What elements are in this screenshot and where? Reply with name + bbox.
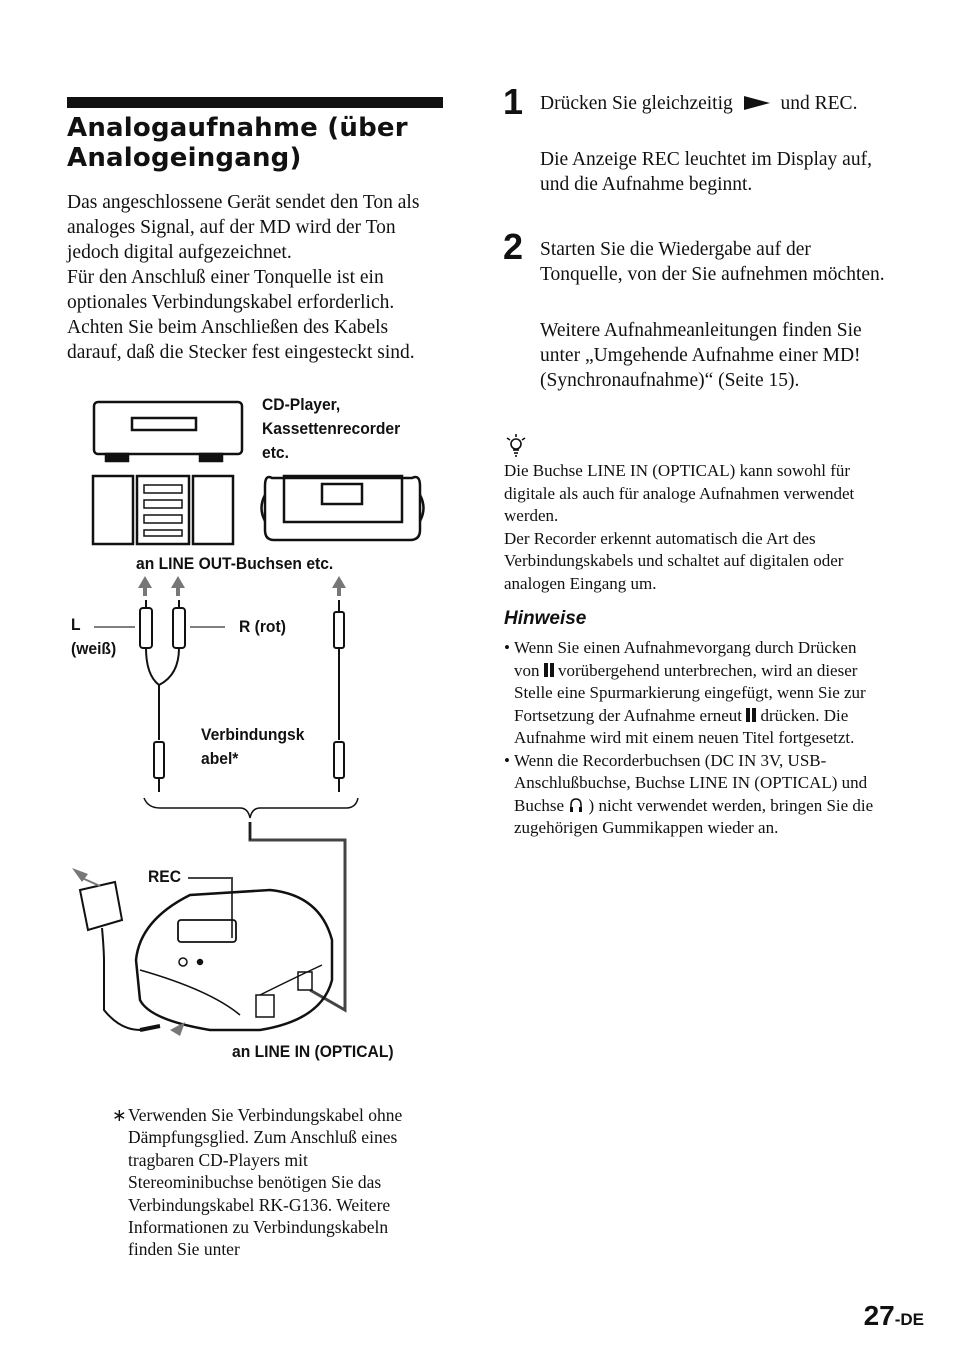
pause-icon bbox=[543, 662, 554, 677]
source-label-3: etc. bbox=[262, 443, 289, 462]
step-1-main: Drücken Sie gleichzeitig und REC. bbox=[540, 91, 885, 116]
step-1-main-b: und REC. bbox=[780, 93, 858, 114]
step-2-main: Starten Sie die Wiedergabe auf der Tonqu… bbox=[540, 239, 885, 285]
note-1-part-b: vorübergehend unterbrechen, wird an dies… bbox=[514, 660, 866, 725]
note-1-part-c: drücken. Die Aufnahme wird mit einem neu… bbox=[514, 705, 855, 748]
md-recorder-illustration bbox=[134, 888, 334, 1036]
left-channel-color: (weiß) bbox=[71, 639, 117, 658]
mini-plug-cable bbox=[333, 600, 345, 792]
note-2-part-a: Wenn die Recorderbuchsen (DC IN 3V, USB-… bbox=[514, 750, 868, 815]
right-channel-label: R (rot) bbox=[239, 617, 286, 636]
notes-title: Hinweise bbox=[504, 608, 587, 629]
note-2-part-b: ) nicht verwendet werden, bringen Sie di… bbox=[514, 795, 874, 838]
heading-rule bbox=[67, 97, 443, 108]
footnote-text: Verwenden Sie Verbindungskabel ohne Dämp… bbox=[128, 1105, 403, 1260]
rca-plugs bbox=[139, 600, 186, 792]
ac-adapter-illustration bbox=[72, 868, 161, 1032]
pause-icon bbox=[746, 707, 757, 722]
notes-list: • Wenn Sie einen Aufnahmevorgang durch D… bbox=[504, 637, 884, 840]
left-channel-label: L bbox=[71, 615, 81, 634]
cd-player-illustration bbox=[92, 400, 244, 463]
cable-label-2: abel* bbox=[201, 749, 239, 768]
step-2-number: 2 bbox=[503, 226, 524, 267]
note-1-part-a: Wenn Sie einen Aufnahmevorgang durch Drü… bbox=[514, 638, 857, 680]
page-number-suffix: -DE bbox=[894, 1310, 924, 1329]
stereo-system-illustration bbox=[91, 474, 235, 546]
bullet: • bbox=[504, 638, 510, 657]
cable-label-1: Verbindungsk bbox=[201, 725, 305, 744]
intro-text: Das angeschlossene Gerät sendet den Ton … bbox=[67, 190, 447, 365]
section-heading: Analogaufnahme (über Analogeingang) bbox=[67, 113, 408, 173]
step-1-number: 1 bbox=[503, 81, 524, 122]
intro-paragraph-2: Für den Anschluß einer Tonquelle ist ein… bbox=[67, 267, 415, 363]
tip-text: Die Buchse LINE IN (OPTICAL) kann sowohl… bbox=[504, 460, 884, 595]
headphone-icon bbox=[570, 797, 583, 812]
page-number-value: 27 bbox=[863, 1300, 895, 1331]
source-label-1: CD-Player, bbox=[262, 395, 341, 414]
play-icon bbox=[743, 96, 770, 110]
tip-paragraph-1: Die Buchse LINE IN (OPTICAL) kann sowohl… bbox=[504, 461, 855, 525]
connection-diagram bbox=[72, 400, 425, 1036]
footnote: ∗ Verwenden Sie Verbindungskabel ohne Dä… bbox=[112, 1104, 422, 1261]
lightbulb-icon bbox=[506, 434, 526, 457]
footnote-star: ∗ bbox=[112, 1105, 127, 1125]
page-number: 27-DE bbox=[864, 1300, 924, 1332]
source-label-2: Kassettenrecorder bbox=[262, 419, 401, 438]
line-in-label: an LINE IN (OPTICAL) bbox=[232, 1042, 394, 1061]
step-2-detail: Weitere Aufnahmeanleitungen finden Sie u… bbox=[540, 320, 862, 391]
up-arrows bbox=[138, 576, 346, 596]
note-item-1: • Wenn Sie einen Aufnahmevorgang durch D… bbox=[504, 637, 884, 750]
bullet: • bbox=[504, 750, 510, 770]
boombox-illustration bbox=[260, 474, 425, 542]
note-item-2: • Wenn die Recorderbuchsen (DC IN 3V, US… bbox=[504, 750, 884, 840]
step-1-detail: Die Anzeige REC leuchtet im Display auf,… bbox=[540, 149, 872, 195]
rec-label: REC bbox=[148, 867, 182, 886]
intro-paragraph-1: Das angeschlossene Gerät sendet den Ton … bbox=[67, 192, 420, 263]
tip-paragraph-2: Der Recorder erkennt automatisch die Art… bbox=[504, 528, 844, 593]
step-1-main-a: Drücken Sie gleichzeitig bbox=[540, 93, 733, 114]
line-out-label: an LINE OUT-Buchsen etc. bbox=[136, 554, 334, 573]
